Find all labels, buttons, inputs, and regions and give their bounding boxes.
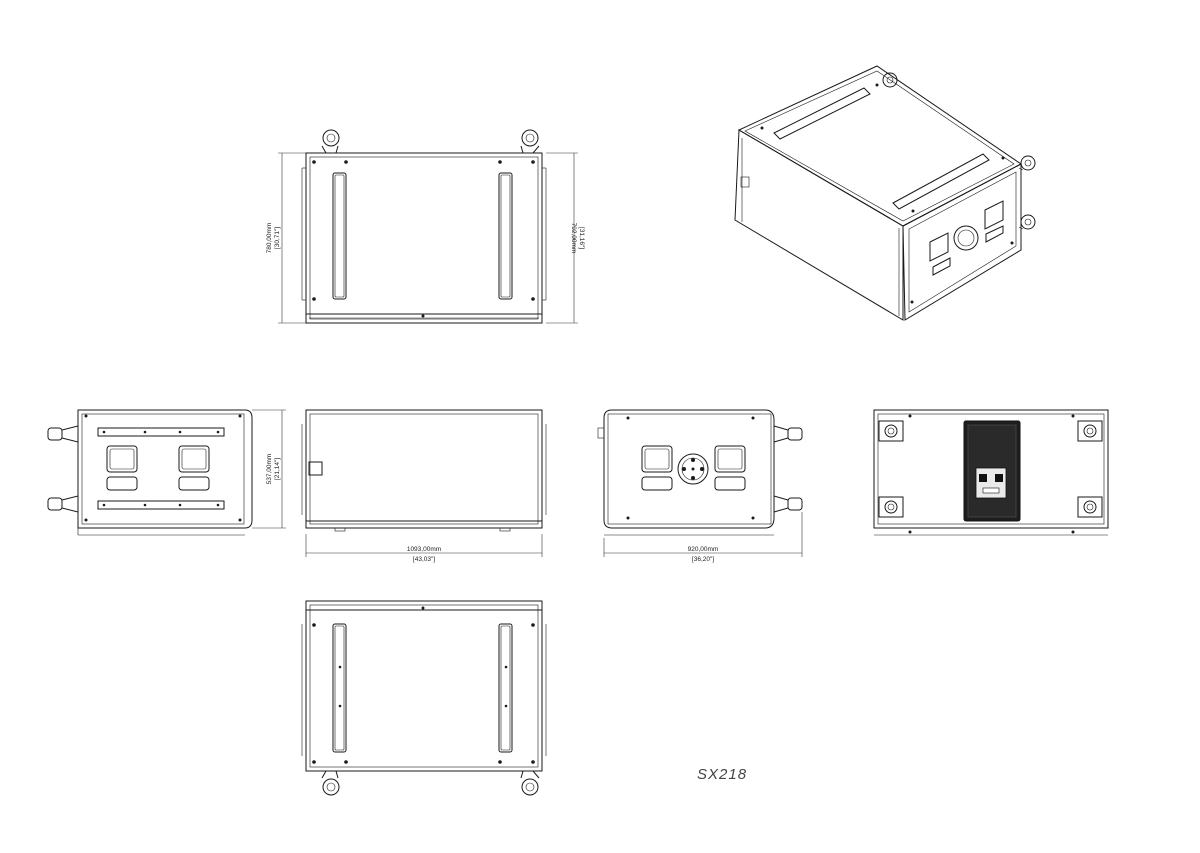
top-width-mm: 792,00mm [570,223,577,254]
long-side-view: 1093,00mm [43,03"] [301,409,547,563]
bottom-view [301,600,547,796]
caster-wheel-icon [1018,214,1036,230]
isometric-view [734,65,1036,321]
length-in: [43,03"] [413,556,435,563]
caster-wheel-icon [882,72,898,88]
caster-wheel-icon [47,495,79,513]
caster-wheel-icon [321,770,340,796]
caster-wheel-icon [773,425,803,443]
front-width-mm: 920,00mm [688,546,719,553]
caster-wheel-icon [878,496,904,518]
connector-icon [677,453,709,485]
caster-wheel-icon [878,420,904,442]
caster-wheel-icon [773,495,803,513]
rear-view [873,409,1109,536]
length-mm: 1093,00mm [407,546,441,553]
top-depth-in: [30,71"] [274,227,281,249]
top-width-in: [31,16"] [578,227,585,249]
top-depth-mm: 780,00mm [266,223,273,254]
top-view: 780,00mm [30,71"] 792,00mm [31,16"] [266,129,585,324]
caster-wheel-icon [321,129,340,154]
caster-wheel-icon [520,129,540,154]
caster-wheel-icon [1077,496,1103,518]
front-width-in: [36,20"] [692,556,714,563]
height-in: [21,14"] [274,458,281,480]
caster-wheel-icon [1018,155,1036,171]
height-mm: 537,00mm [266,454,273,485]
front-view: 920,00mm [36,20"] [597,409,803,563]
model-label: SX218 [697,766,747,783]
caster-wheel-icon [520,770,540,796]
caster-wheel-icon [1077,420,1103,442]
handle-side-view: 537,00mm [21,14"] [47,409,286,536]
caster-wheel-icon [47,425,79,443]
